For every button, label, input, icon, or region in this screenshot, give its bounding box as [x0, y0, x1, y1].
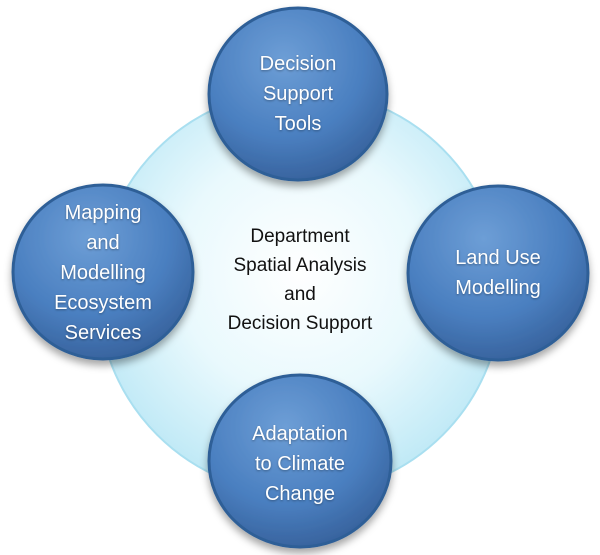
node-left-line: Modelling — [60, 262, 146, 284]
hub-label-line: Decision Support — [227, 313, 373, 334]
node-bottom-circle — [207, 373, 393, 549]
node-right-line: Modelling — [455, 277, 541, 299]
node-bottom-line: Adaptation — [252, 423, 348, 445]
node-top-label: Decision Support Tools — [210, 46, 386, 142]
node-right-circle — [406, 184, 590, 362]
hub-label-line: Department — [250, 226, 350, 247]
node-bottom-line: to Climate — [254, 453, 346, 475]
node-left-line: Services — [64, 322, 142, 344]
node-left-line: and — [86, 232, 120, 254]
node-left-label: Mapping and Modelling Ecosystem Services — [15, 198, 191, 348]
hub-label-line: Spatial Analysis — [233, 255, 367, 276]
node-top-line: Tools — [274, 113, 322, 135]
hub-label-line: and — [284, 284, 316, 305]
node-top-line: Support — [262, 83, 334, 105]
node-right-label: Land Use Modelling — [410, 242, 586, 304]
node-top-line: Decision — [259, 53, 337, 75]
node-left-line: Ecosystem — [54, 292, 152, 314]
node-left-line: Mapping — [64, 202, 142, 224]
node-top-circle — [207, 6, 389, 182]
node-bottom-line: Change — [264, 483, 336, 505]
node-left-circle — [11, 183, 195, 361]
node-bottom-label: Adaptation to Climate Change — [212, 418, 388, 510]
node-right-line: Land Use — [455, 247, 541, 269]
hub-label: Department Spatial Analysis and Decision… — [200, 222, 400, 338]
